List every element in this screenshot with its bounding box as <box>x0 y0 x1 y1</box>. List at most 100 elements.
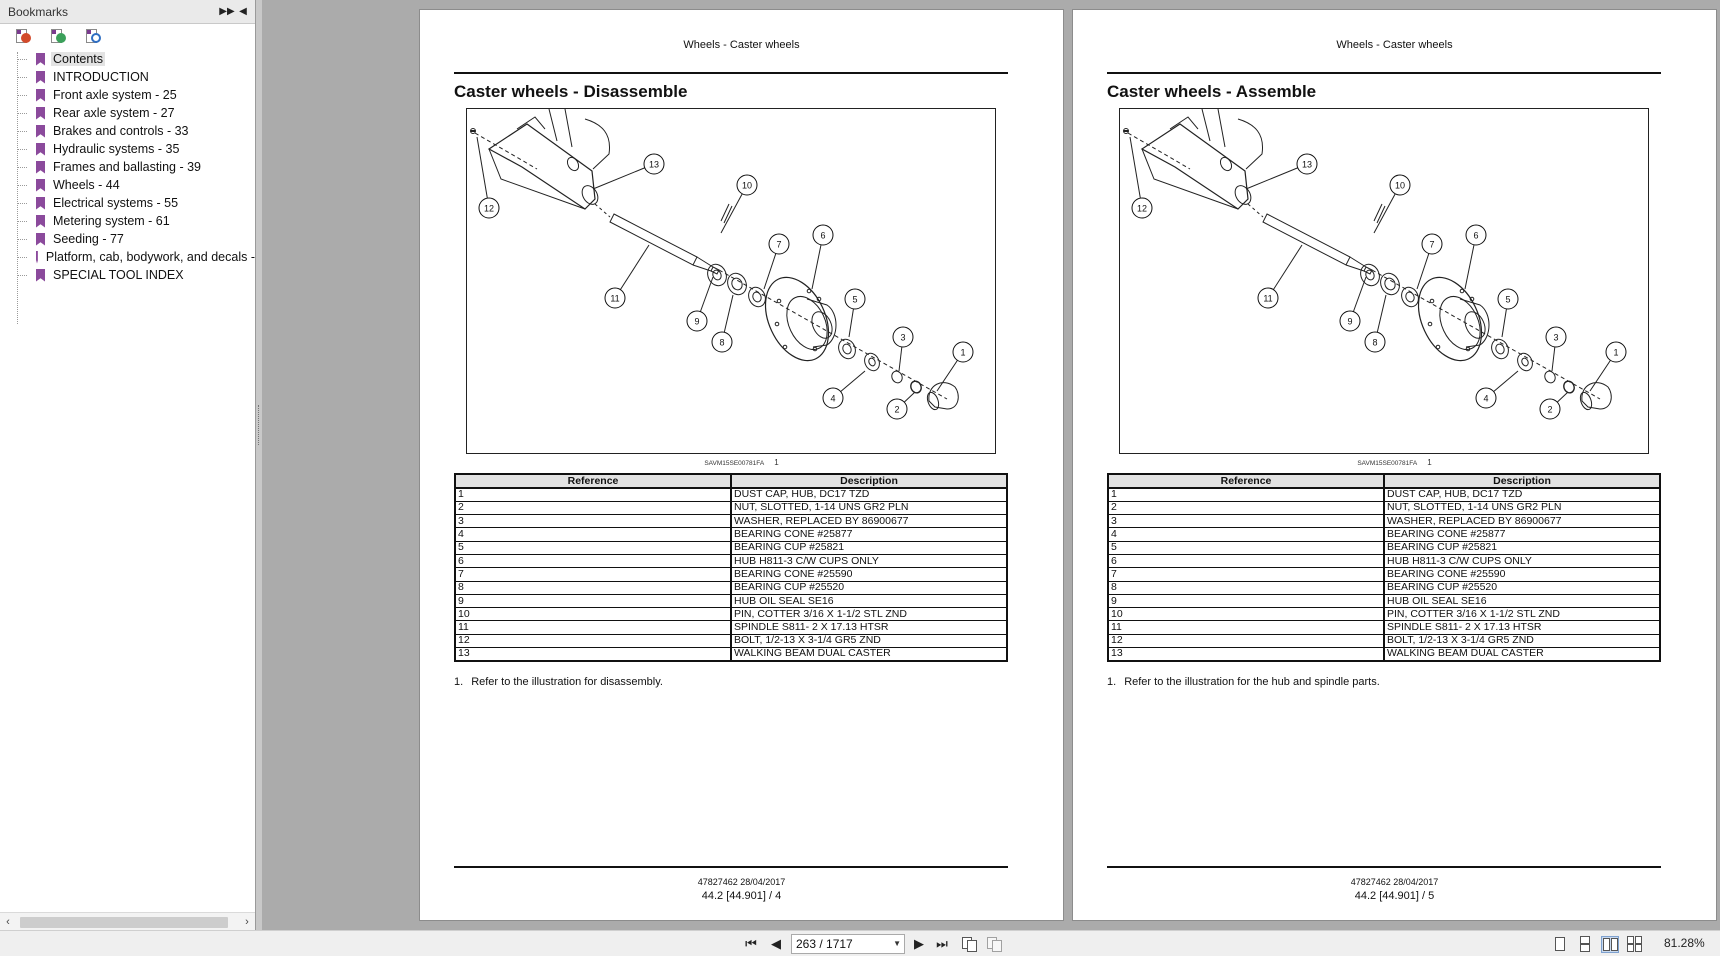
navigation-toolbar: ⏮ ◀ 263 / 1717 ▼ ▶ ⏭ 81.28% <box>0 930 1720 956</box>
footer-page-number: 44.2 [44.901] / 5 <box>1354 890 1435 902</box>
reference-cell: 6 <box>1107 554 1385 569</box>
facing-pages-view-icon[interactable] <box>1601 936 1619 953</box>
bookmark-item[interactable]: Electrical systems - 55 <box>10 194 255 212</box>
scroll-left-icon[interactable]: ‹ <box>6 915 10 928</box>
callout-label: 6 <box>820 231 825 241</box>
callout-label: 11 <box>610 294 619 304</box>
continuous-facing-view-icon[interactable] <box>1626 936 1644 953</box>
header-rule <box>1107 72 1661 74</box>
bookmark-item[interactable]: Frames and ballasting - 39 <box>10 158 255 176</box>
section-title: Caster wheels - Disassemble <box>454 82 688 101</box>
bookmark-item[interactable]: Contents <box>10 50 255 68</box>
bookmark-item[interactable]: Hydraulic systems - 35 <box>10 140 255 158</box>
reference-cell: 12 <box>454 634 732 649</box>
bookmark-label: Brakes and controls - 33 <box>53 124 189 138</box>
bookmarks-title: Bookmarks <box>8 4 69 19</box>
continuous-view-icon[interactable] <box>1576 936 1594 953</box>
description-cell: NUT, SLOTTED, 1-14 UNS GR2 PLN <box>730 501 1008 516</box>
callout-label: 9 <box>694 317 699 327</box>
description-cell: NUT, SLOTTED, 1-14 UNS GR2 PLN <box>1383 501 1661 516</box>
bookmark-label: SPECIAL TOOL INDEX <box>53 268 184 282</box>
reference-cell: 1 <box>454 488 732 502</box>
expand-panel-icon[interactable]: ▶▶ <box>219 6 235 17</box>
callout-label: 4 <box>830 394 835 404</box>
bookmark-label: Hydraulic systems - 35 <box>53 142 180 156</box>
callout-label: 3 <box>900 333 905 343</box>
scroll-track[interactable] <box>16 915 239 929</box>
reference-cell: 8 <box>454 581 732 595</box>
bookmarks-horizontal-scrollbar[interactable]: ‹ › <box>0 912 255 930</box>
previous-page-icon[interactable]: ◀ <box>771 936 781 951</box>
page-number-field[interactable]: 263 / 1717 ▼ <box>791 934 905 954</box>
bookmark-label: Front axle system - 25 <box>53 88 177 102</box>
callout-label: 13 <box>649 160 659 170</box>
bookmark-icon <box>36 268 45 282</box>
bookmark-item[interactable]: SPECIAL TOOL INDEX <box>10 266 255 284</box>
step-text: Refer to the illustration for the hub an… <box>1124 676 1380 688</box>
scroll-thumb[interactable] <box>20 916 228 928</box>
scroll-right-icon[interactable]: › <box>245 915 249 928</box>
single-page-view-icon[interactable] <box>1551 936 1569 953</box>
reference-cell: 3 <box>1107 514 1385 529</box>
bookmark-label: INTRODUCTION <box>53 70 149 84</box>
first-page-icon[interactable]: ⏮ <box>745 936 757 951</box>
bookmark-item[interactable]: Front axle system - 25 <box>10 86 255 104</box>
next-view-icon[interactable] <box>986 936 1004 953</box>
callout-label: 2 <box>894 405 899 415</box>
bookmark-item[interactable]: Brakes and controls - 33 <box>10 122 255 140</box>
bookmark-item[interactable]: Rear axle system - 27 <box>10 104 255 122</box>
bookmark-icon <box>36 70 45 84</box>
description-cell: BEARING CUP #25821 <box>1383 541 1661 555</box>
bookmark-item[interactable]: INTRODUCTION <box>10 68 255 86</box>
collapse-panel-icon[interactable]: ◀ <box>239 6 247 17</box>
reference-cell: 13 <box>1107 647 1385 662</box>
page-dropdown-icon[interactable]: ▼ <box>893 939 901 948</box>
reference-cell: 8 <box>1107 581 1385 595</box>
add-bookmark-icon[interactable] <box>49 28 67 46</box>
description-cell: BEARING CONE #25590 <box>1383 567 1661 582</box>
bookmark-item[interactable]: Platform, cab, bodywork, and decals - <box>10 248 255 266</box>
splitter-grip[interactable] <box>258 405 260 445</box>
description-cell: DUST CAP, HUB, DC17 TZD <box>1383 488 1661 502</box>
reference-cell: 3 <box>454 514 732 529</box>
description-cell: BEARING CONE #25590 <box>730 567 1008 582</box>
next-page-icon[interactable]: ▶ <box>914 936 924 951</box>
zoom-level[interactable]: 81.28% <box>1664 936 1705 950</box>
find-bookmark-icon[interactable] <box>84 28 102 46</box>
reference-cell: 9 <box>454 594 732 609</box>
callout-label: 8 <box>719 338 724 348</box>
description-cell: BEARING CONE #25877 <box>730 527 1008 542</box>
bookmark-icon <box>36 142 45 156</box>
bookmark-item[interactable]: Seeding - 77 <box>10 230 255 248</box>
bookmarks-toolbar <box>0 24 255 50</box>
bookmark-item[interactable]: Metering system - 61 <box>10 212 255 230</box>
panel-splitter[interactable] <box>256 0 262 930</box>
description-cell: BEARING CUP #25520 <box>1383 581 1661 595</box>
bookmark-item[interactable]: Wheels - 44 <box>10 176 255 194</box>
reference-cell: 4 <box>1107 527 1385 542</box>
last-page-icon[interactable]: ⏭ <box>936 936 948 951</box>
callout-label: 5 <box>1505 295 1510 305</box>
previous-view-icon[interactable] <box>961 936 979 953</box>
callout-label: 5 <box>852 295 857 305</box>
delete-bookmark-icon[interactable] <box>14 28 32 46</box>
description-cell: WASHER, REPLACED BY 86900677 <box>730 514 1008 529</box>
reference-cell: 7 <box>454 567 732 582</box>
bookmark-label: Contents <box>51 52 106 66</box>
